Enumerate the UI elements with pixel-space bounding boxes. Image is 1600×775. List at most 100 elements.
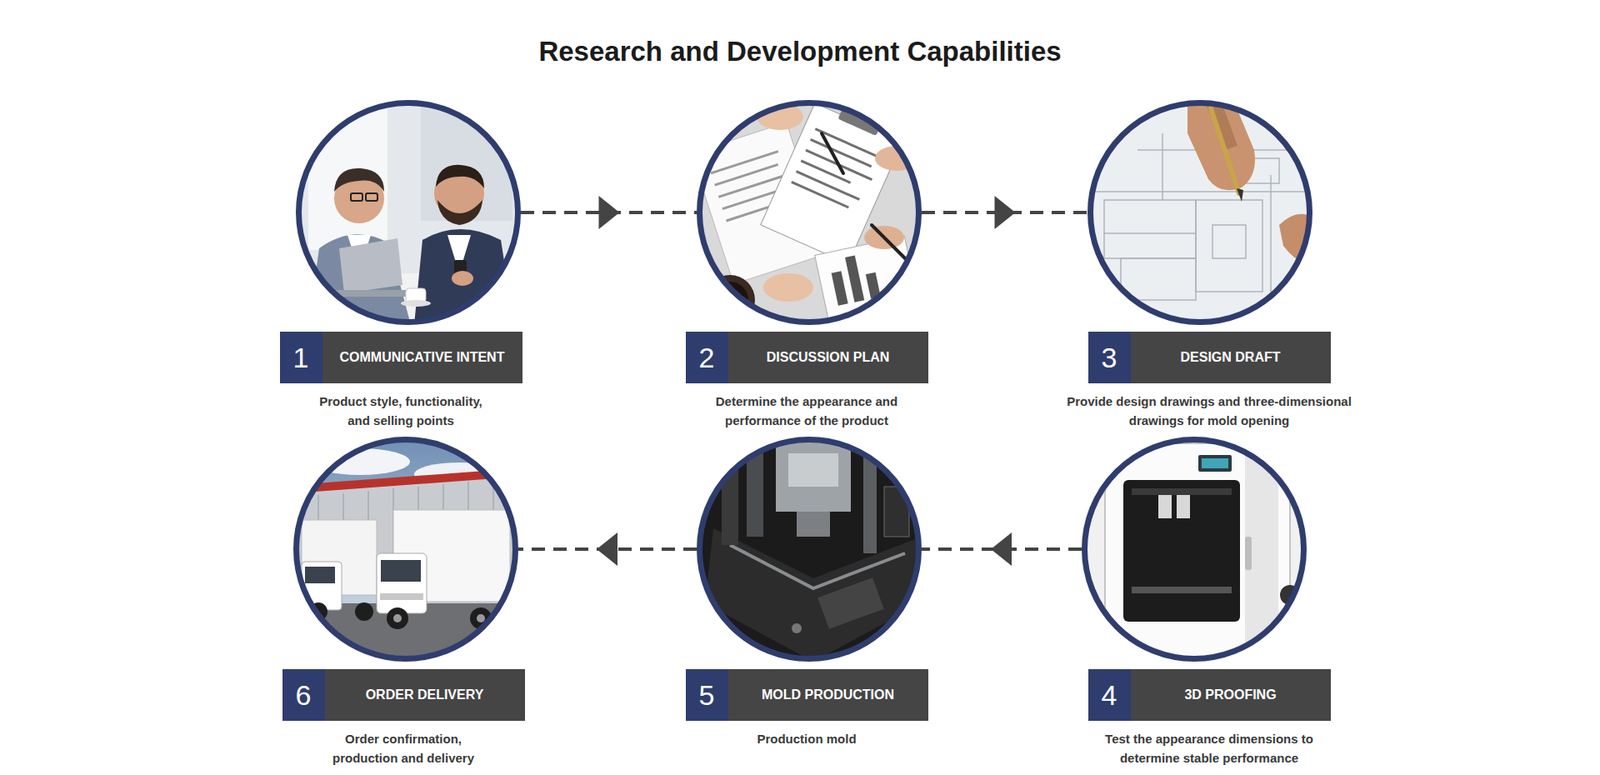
photo-frame xyxy=(696,436,922,662)
illustration-shape xyxy=(810,139,872,167)
illustration-shape xyxy=(815,129,880,159)
step-title: ORDER DELIVERY xyxy=(325,669,525,721)
illustration-shape xyxy=(845,255,865,302)
illustration-shape xyxy=(821,133,905,259)
process-step: 5MOLD PRODUCTIONProduction mold xyxy=(685,436,929,754)
illustration-shape xyxy=(710,151,779,174)
illustration-shape xyxy=(821,133,844,174)
illustration-shape xyxy=(1120,258,1196,300)
flow-connector xyxy=(518,532,697,566)
drawing-photo xyxy=(1087,100,1313,325)
illustration-shape xyxy=(376,553,427,614)
diagram-title: Research and Development Capabilities xyxy=(0,35,1600,68)
meeting-photo xyxy=(295,100,521,325)
process-step: 1COMMUNICATIVE INTENTProduct style, func… xyxy=(280,100,523,435)
step-description: Determine the appearance and performance… xyxy=(705,391,910,430)
machine-photo xyxy=(696,436,922,662)
illustration-shape xyxy=(451,270,474,286)
illustration-shape xyxy=(1090,103,1310,323)
step-title: MOLD PRODUCTION xyxy=(728,669,929,721)
photo-frame xyxy=(1087,100,1313,325)
illustration-shape xyxy=(696,100,922,325)
process-step: 2DISCUSSION PLAN Determine the appearance… xyxy=(685,100,929,435)
illustration-shape xyxy=(355,602,374,621)
step-bar: 2DISCUSSION PLAN xyxy=(685,331,929,384)
illustration-shape xyxy=(380,593,424,600)
illustration-shape xyxy=(1104,232,1196,235)
step-title: COMMUNICATIVE INTENT xyxy=(322,331,523,384)
illustration-shape xyxy=(1245,536,1252,570)
illustration-shape xyxy=(700,440,920,660)
arrow-head xyxy=(995,195,1016,230)
illustration-shape xyxy=(1210,108,1240,194)
process-step: 6ORDER DELIVERYOrder confirmation, produ… xyxy=(282,436,525,773)
illustration-shape xyxy=(296,440,516,660)
flow-connector xyxy=(921,532,1082,566)
arrow-head xyxy=(990,532,1012,566)
illustration-shape xyxy=(796,511,830,537)
illustration-shape xyxy=(1087,100,1313,325)
illustration-shape xyxy=(1085,440,1305,660)
step-number: 5 xyxy=(685,669,729,721)
illustration-shape xyxy=(1161,133,1164,200)
step-description: Product style, functionality, and sellin… xyxy=(311,391,491,430)
step-title: DESIGN DRAFT xyxy=(1130,331,1331,384)
flow-connector xyxy=(921,195,1088,230)
illustration-shape xyxy=(305,566,335,584)
illustration-shape xyxy=(1131,586,1232,594)
step-number: 3 xyxy=(1088,331,1131,384)
illustration-shape xyxy=(696,436,922,662)
illustration-shape xyxy=(1236,188,1244,202)
illustration-shape xyxy=(817,577,884,630)
illustration-shape xyxy=(380,560,421,582)
illustration-shape xyxy=(763,273,814,302)
illustration-shape xyxy=(791,181,850,208)
illustration-shape xyxy=(1201,458,1229,469)
illustration-shape xyxy=(1087,100,1313,325)
photo-frame xyxy=(696,100,922,325)
illustration-shape xyxy=(1087,190,1313,193)
illustration-shape xyxy=(437,200,483,225)
illustration-shape xyxy=(1123,480,1240,622)
trucks-photo xyxy=(293,436,519,662)
illustration-shape xyxy=(791,623,802,634)
illustration-shape xyxy=(393,614,402,623)
photo-frame xyxy=(293,436,519,662)
illustration-shape xyxy=(435,165,485,189)
step-bar: 43D PROOFING xyxy=(1088,669,1331,721)
illustration-shape xyxy=(696,436,922,662)
illustration-shape xyxy=(815,236,922,325)
illustration-shape xyxy=(1081,436,1307,662)
illustration-shape xyxy=(339,238,403,294)
illustration-shape xyxy=(293,436,519,662)
arrow-head xyxy=(599,195,620,230)
illustration-shape xyxy=(796,171,860,200)
illustration-shape xyxy=(400,300,431,307)
illustration-shape xyxy=(1176,495,1190,519)
arrow-head xyxy=(596,532,618,566)
flow-connector xyxy=(520,195,697,230)
illustration-shape xyxy=(1158,495,1172,519)
step-description: Test the appearance dimensions to determ… xyxy=(1099,729,1320,768)
step-title: 3D PROOFING xyxy=(1130,669,1331,721)
step-title: DISCUSSION PLAN xyxy=(728,331,929,384)
step-number: 4 xyxy=(1088,669,1131,721)
illustration-shape xyxy=(700,103,920,323)
illustration-shape xyxy=(730,545,905,589)
illustration-shape xyxy=(476,614,485,623)
process-step: 3DESIGN DRAFT Provide design drawings and… xyxy=(1050,100,1368,435)
illustration-shape xyxy=(308,104,388,250)
illustration-shape xyxy=(705,528,922,662)
step-number: 2 xyxy=(685,331,729,384)
illustration-shape xyxy=(299,103,519,323)
illustration-shape xyxy=(831,270,849,306)
illustration-shape xyxy=(1198,455,1232,472)
step-description: Provide design drawings and three-dimens… xyxy=(1050,391,1368,430)
illustration-shape xyxy=(1105,443,1290,662)
printer-photo xyxy=(1081,436,1307,662)
process-step: 43D PROOFING Test the appearance dimensio… xyxy=(1081,436,1331,773)
illustration-shape xyxy=(386,607,409,630)
